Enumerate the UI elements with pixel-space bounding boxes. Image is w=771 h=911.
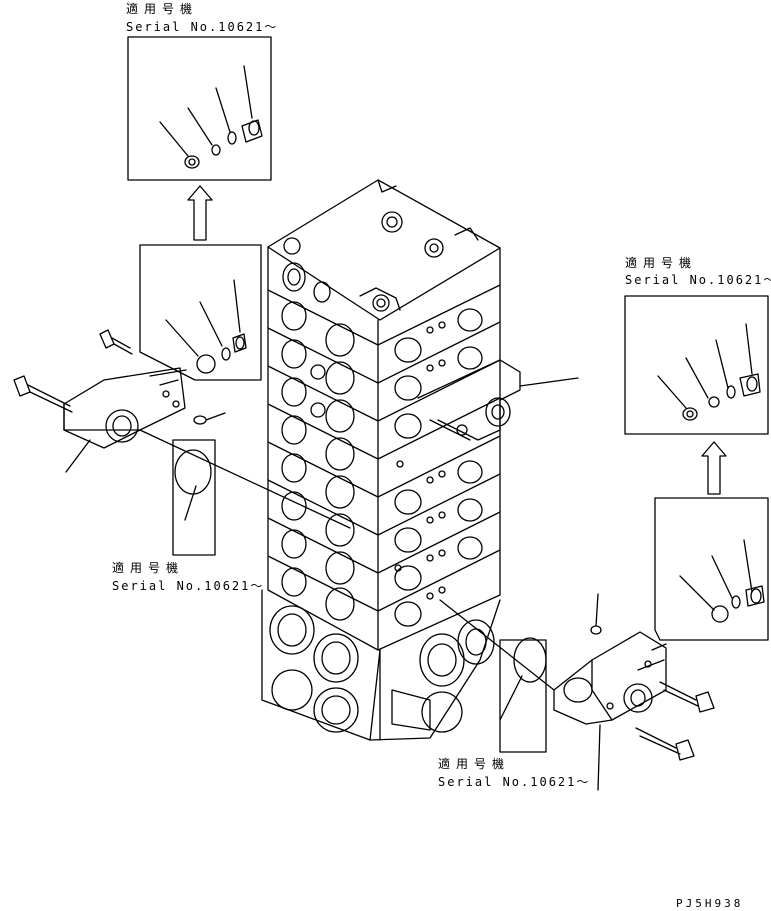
callout-bottom-jp: 適用号機	[438, 757, 511, 771]
right-detail-box-lower	[654, 497, 769, 641]
callout-mid-left-serial: Serial No.10621～	[112, 579, 265, 593]
callout-top-left-serial: Serial No.10621～	[126, 20, 279, 34]
left-cover-assembly	[13, 329, 351, 556]
top-left-serial-box	[127, 36, 272, 181]
callout-mid-left-jp: 適用号機	[112, 561, 185, 575]
right-upgrade-arrow	[701, 441, 727, 495]
right-cover-assembly	[439, 377, 715, 791]
left-upgrade-arrow	[187, 185, 213, 241]
callout-right-serial: Serial No.10621～	[625, 273, 771, 287]
main-valve-block	[261, 179, 521, 741]
callout-bottom-serial: Serial No.10621～	[438, 775, 591, 789]
right-serial-box	[624, 295, 769, 435]
callout-top-left-jp: 適用号機	[126, 2, 199, 16]
left-detail-box-lower	[139, 244, 262, 381]
drawing-code: PJ5H938	[676, 897, 744, 910]
callout-right-jp: 適用号機	[625, 256, 698, 270]
